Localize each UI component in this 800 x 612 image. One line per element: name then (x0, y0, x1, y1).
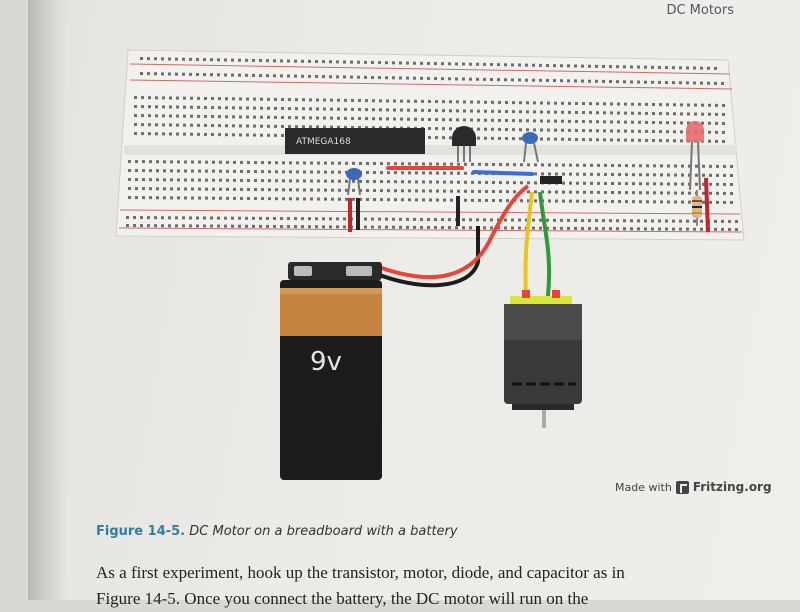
capacitor-left (346, 168, 362, 196)
wire-blue (472, 170, 534, 176)
credit-brand: Fritzing.org (692, 480, 772, 494)
battery-label: 9v (310, 347, 342, 377)
body-paragraph: As a first experiment, hook up the trans… (96, 560, 800, 612)
diode (540, 176, 562, 184)
chip-label: ATMEGA168 (296, 137, 351, 147)
breadboard (115, 49, 745, 241)
resistor (692, 190, 702, 226)
led (686, 121, 704, 191)
page-gutter (28, 0, 68, 600)
capacitor-top (522, 132, 539, 163)
battery-9v: 9v (280, 262, 382, 480)
motor-wire-yellow (523, 191, 534, 297)
caption-number: Figure 14-5. (96, 524, 186, 539)
fritzing-credit: Made with Fritzing.org (615, 480, 772, 494)
fritzing-logo-icon (675, 480, 689, 494)
atmega-chip: ATMEGA168 (285, 128, 425, 154)
credit-prefix: Made with (615, 480, 672, 494)
battery-wire-black (371, 226, 480, 288)
transistor (452, 126, 476, 162)
running-head: DC Motors (666, 3, 734, 18)
battery-wire-red (375, 184, 530, 280)
body-line-1: As a first experiment, hook up the trans… (96, 563, 625, 582)
motor-wire-green (538, 191, 552, 297)
figure-caption: Figure 14-5. DC Motor on a breadboard wi… (96, 524, 458, 539)
wire-red-led (704, 177, 710, 233)
body-line-2: Figure 14-5. Once you connect the batter… (96, 589, 589, 608)
caption-text: DC Motor on a breadboard with a battery (189, 524, 458, 539)
dc-motor (504, 290, 582, 428)
